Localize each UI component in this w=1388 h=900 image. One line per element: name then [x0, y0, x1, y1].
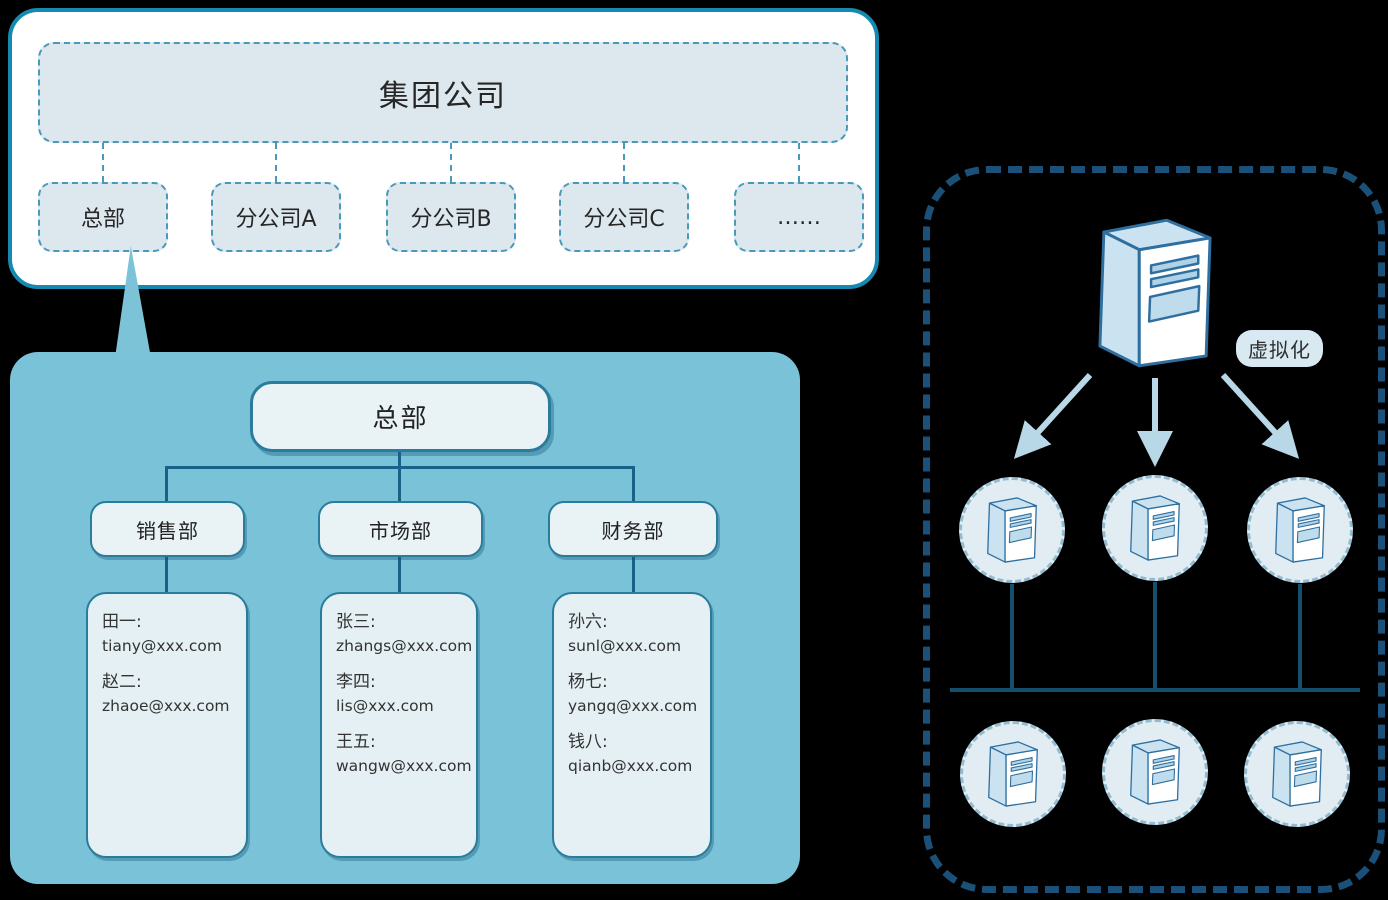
contact-entry: 孙六: sunl@xxx.com — [568, 610, 698, 657]
vm-server-icon — [987, 497, 1037, 563]
org-child-label: 分公司C — [583, 207, 665, 232]
org-child-branch-a: 分公司A — [211, 182, 341, 252]
virtualization-container — [923, 166, 1385, 893]
contact-card-sales: 田一: tiany@xxx.com 赵二: zhaoe@xxx.com — [86, 592, 248, 858]
contact-entry: 田一: tiany@xxx.com — [102, 610, 234, 657]
vm-server-icon — [1130, 495, 1180, 561]
vm-node-circle — [1244, 721, 1350, 827]
tree-line — [398, 452, 401, 468]
dashed-connector — [798, 143, 800, 182]
org-child-label: 分公司B — [410, 207, 492, 232]
contact-name: 杨七: — [568, 672, 608, 693]
contact-card-finance: 孙六: sunl@xxx.com 杨七: yangq@xxx.com 钱八: q… — [552, 592, 712, 858]
dashed-connector — [102, 143, 104, 182]
virtualization-arrows — [1013, 372, 1300, 467]
group-company-card: 集团公司 总部 分公司A 分公司B 分公司C …… — [8, 8, 879, 289]
dept-label: 财务部 — [601, 518, 665, 543]
contact-name: 钱八: — [568, 732, 608, 753]
contact-email: sunl@xxx.com — [568, 636, 682, 655]
dept-box-finance: 财务部 — [548, 501, 718, 557]
dept-box-sales: 销售部 — [90, 501, 245, 557]
vm-server-icon — [1272, 741, 1322, 807]
network-line — [1010, 584, 1014, 690]
tree-line — [165, 466, 168, 501]
org-child-label: …… — [777, 204, 821, 230]
org-child-branch-c: 分公司C — [559, 182, 689, 252]
contact-entry: 赵二: zhaoe@xxx.com — [102, 670, 234, 717]
arrow-icon — [1013, 372, 1093, 459]
arrow-icon — [1220, 372, 1300, 459]
contact-email: zhangs@xxx.com — [336, 636, 473, 655]
group-company-label: 集团公司 — [379, 78, 507, 114]
org-child-headquarters: 总部 — [38, 182, 168, 252]
host-server-icon — [1098, 218, 1212, 368]
org-child-label: 总部 — [80, 207, 125, 232]
network-line — [1298, 584, 1302, 690]
headquarters-panel: 总部 销售部 市场部 财务部 田一: tiany@xxx.com 赵二: zha… — [10, 352, 800, 884]
org-child-branch-b: 分公司B — [386, 182, 516, 252]
group-company-box: 集团公司 — [38, 42, 848, 143]
contact-name: 孙六: — [568, 612, 608, 632]
dashed-connector — [623, 143, 625, 182]
contact-entry: 钱八: qianb@xxx.com — [568, 730, 698, 777]
org-child-label: 分公司A — [235, 207, 317, 232]
vm-server-icon — [988, 741, 1038, 807]
tree-line — [632, 557, 635, 592]
tree-line — [165, 557, 168, 592]
dept-label: 销售部 — [136, 518, 199, 543]
contact-email: yangq@xxx.com — [568, 696, 698, 715]
tree-line — [398, 557, 401, 592]
contact-name: 李四: — [336, 672, 376, 693]
contact-email: qianb@xxx.com — [568, 756, 693, 775]
vm-node-circle — [959, 477, 1065, 583]
contact-name: 田一: — [102, 612, 142, 632]
contact-entry: 李四: lis@xxx.com — [336, 670, 464, 717]
network-line — [1153, 582, 1157, 690]
dept-box-marketing: 市场部 — [318, 501, 483, 557]
dept-label: 市场部 — [369, 518, 432, 543]
contact-email: zhaoe@xxx.com — [102, 696, 230, 715]
contact-entry: 王五: wangw@xxx.com — [336, 730, 472, 777]
contact-email: wangw@xxx.com — [336, 756, 472, 775]
contact-name: 张三: — [336, 612, 376, 632]
dashed-connector — [450, 143, 452, 182]
dashed-connector — [275, 143, 277, 182]
vm-node-circle — [1102, 475, 1208, 581]
hq-title-box: 总部 — [250, 381, 551, 452]
contact-card-marketing: 张三: zhangs@xxx.com 李四: lis@xxx.com 王五: w… — [320, 592, 478, 858]
contact-entry: 杨七: yangq@xxx.com — [568, 670, 698, 717]
org-child-more: …… — [734, 182, 864, 252]
hq-title-label: 总部 — [372, 404, 429, 434]
virtualization-label: 虚拟化 — [1248, 338, 1311, 362]
vm-server-icon — [1130, 739, 1180, 805]
contact-email: lis@xxx.com — [336, 696, 434, 715]
contact-name: 王五: — [336, 732, 376, 753]
tree-line — [632, 466, 635, 501]
vm-server-icon — [1275, 497, 1325, 563]
network-bus-line — [950, 688, 1360, 692]
vm-node-circle — [1102, 719, 1208, 825]
contact-entry: 张三: zhangs@xxx.com — [336, 610, 473, 657]
vm-node-circle — [960, 721, 1066, 827]
contact-email: tiany@xxx.com — [102, 636, 222, 655]
virtualization-label-pill: 虚拟化 — [1236, 330, 1323, 367]
tree-line — [398, 466, 401, 501]
vm-node-circle — [1247, 477, 1353, 583]
contact-name: 赵二: — [102, 672, 142, 693]
